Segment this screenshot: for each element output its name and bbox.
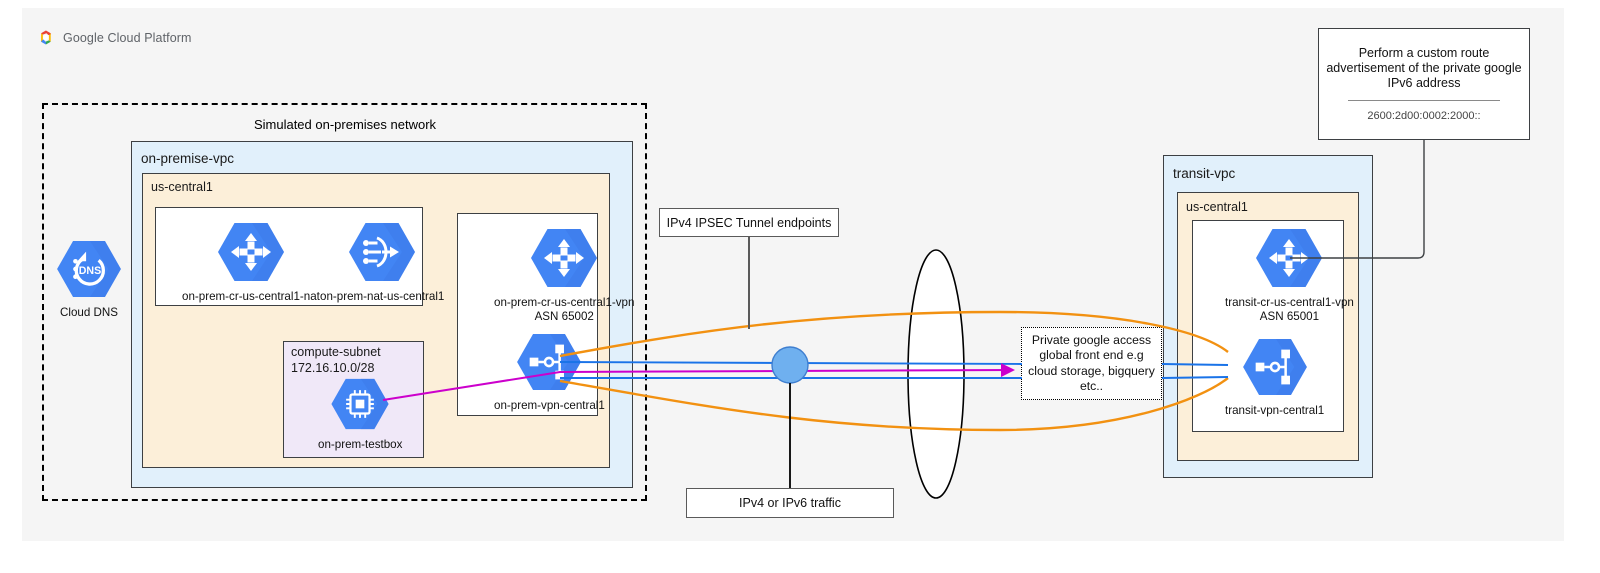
cloud-router-icon — [531, 228, 598, 293]
private-google-access-callout: Private google access global front end e… — [1021, 327, 1162, 400]
simulated-onprem-title: Simulated on-premises network — [253, 117, 437, 132]
custom-route-callout: Perform a custom route advertisement of … — [1318, 28, 1530, 140]
node-on-prem-nat-us-central1[interactable]: on-prem-nat-us-central1 — [320, 222, 444, 304]
compute-subnet-cidr: 172.16.10.0/28 — [291, 361, 375, 375]
svg-text:DNS: DNS — [79, 265, 101, 277]
transit-vpc-label: transit-vpc — [1173, 166, 1236, 181]
gcp-header: Google Cloud Platform — [36, 28, 192, 47]
node-on-prem-cr-us-central1-nat[interactable]: on-prem-cr-us-central1-nat — [182, 222, 320, 304]
cloud-router-icon — [217, 222, 284, 287]
simulated-onprem-region — [42, 103, 647, 501]
node-label: on-prem-nat-us-central1 — [320, 290, 445, 303]
custom-route-text: Perform a custom route advertisement of … — [1326, 46, 1522, 90]
node-label: on-prem-vpn-central1 — [494, 399, 605, 412]
node-on-prem-cr-us-central1-vpn[interactable]: on-prem-cr-us-central1-vpn ASN 65002 — [494, 228, 634, 324]
ipsec-tunnel-callout: IPv4 IPSEC Tunnel endpoints — [659, 208, 839, 237]
node-label: on-prem-cr-us-central1-vpn ASN 65002 — [494, 296, 635, 323]
traffic-callout: IPv4 or IPv6 traffic — [686, 488, 894, 518]
onprem-region-label: us-central1 — [151, 180, 213, 194]
compute-instance-icon — [327, 378, 393, 435]
node-label: transit-cr-us-central1-vpn ASN 65001 — [1225, 296, 1354, 323]
google-cloud-logo-icon — [36, 28, 55, 47]
node-transit-vpn-central1[interactable]: transit-vpn-central1 — [1225, 338, 1324, 418]
node-on-prem-vpn-central1[interactable]: on-prem-vpn-central1 — [494, 333, 605, 413]
node-transit-cr-us-central1-vpn[interactable]: transit-cr-us-central1-vpn ASN 65001 — [1225, 228, 1354, 324]
transit-region-label: us-central1 — [1186, 200, 1248, 214]
vpn-gateway-icon — [1242, 338, 1308, 401]
gcp-brand-label: Google Cloud Platform — [63, 30, 192, 45]
node-label: transit-vpn-central1 — [1225, 404, 1325, 417]
cloud-nat-icon — [349, 222, 416, 287]
callout-divider — [1348, 100, 1500, 101]
ha-vpn-label: HA VPN — [915, 368, 954, 380]
node-label: on-prem-testbox — [318, 438, 403, 451]
cloud-router-icon — [1256, 228, 1323, 293]
node-cloud-dns[interactable]: DNS Cloud DNS — [57, 240, 121, 320]
vpn-gateway-icon — [516, 333, 582, 396]
onprem-vpc-label: on-premise-vpc — [141, 151, 235, 166]
cloud-dns-icon: DNS — [57, 240, 121, 303]
node-label: Cloud DNS — [60, 306, 118, 319]
compute-subnet-name: compute-subnet — [291, 345, 381, 359]
node-on-prem-testbox[interactable]: on-prem-testbox — [318, 378, 402, 452]
custom-route-address: 2600:2d00:0002:2000:: — [1367, 110, 1481, 122]
node-label: on-prem-cr-us-central1-nat — [182, 290, 320, 303]
